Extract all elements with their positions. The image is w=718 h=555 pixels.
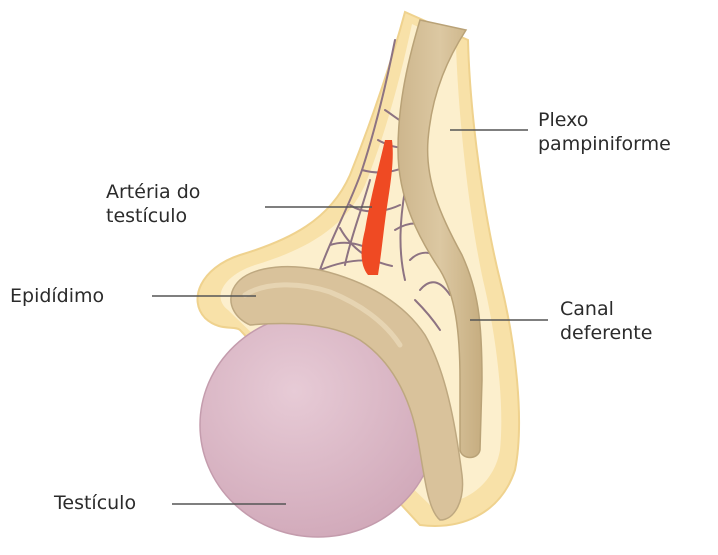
label-canal-line1: Canal: [560, 297, 652, 321]
label-plexo-pampiniforme: Plexo pampiniforme: [538, 108, 671, 156]
label-arteria-line2: testículo: [106, 204, 200, 228]
label-epididimo-text: Epidídimo: [10, 284, 104, 308]
label-testiculo-text: Testículo: [54, 491, 136, 515]
label-plexo-line1: Plexo: [538, 108, 671, 132]
label-epididimo: Epidídimo: [10, 284, 104, 308]
label-plexo-line2: pampiniforme: [538, 132, 671, 156]
label-arteria-do-testiculo: Artéria do testículo: [106, 180, 200, 228]
label-arteria-line1: Artéria do: [106, 180, 200, 204]
label-testiculo: Testículo: [54, 491, 136, 515]
label-canal-line2: deferente: [560, 321, 652, 345]
label-canal-deferente: Canal deferente: [560, 297, 652, 345]
